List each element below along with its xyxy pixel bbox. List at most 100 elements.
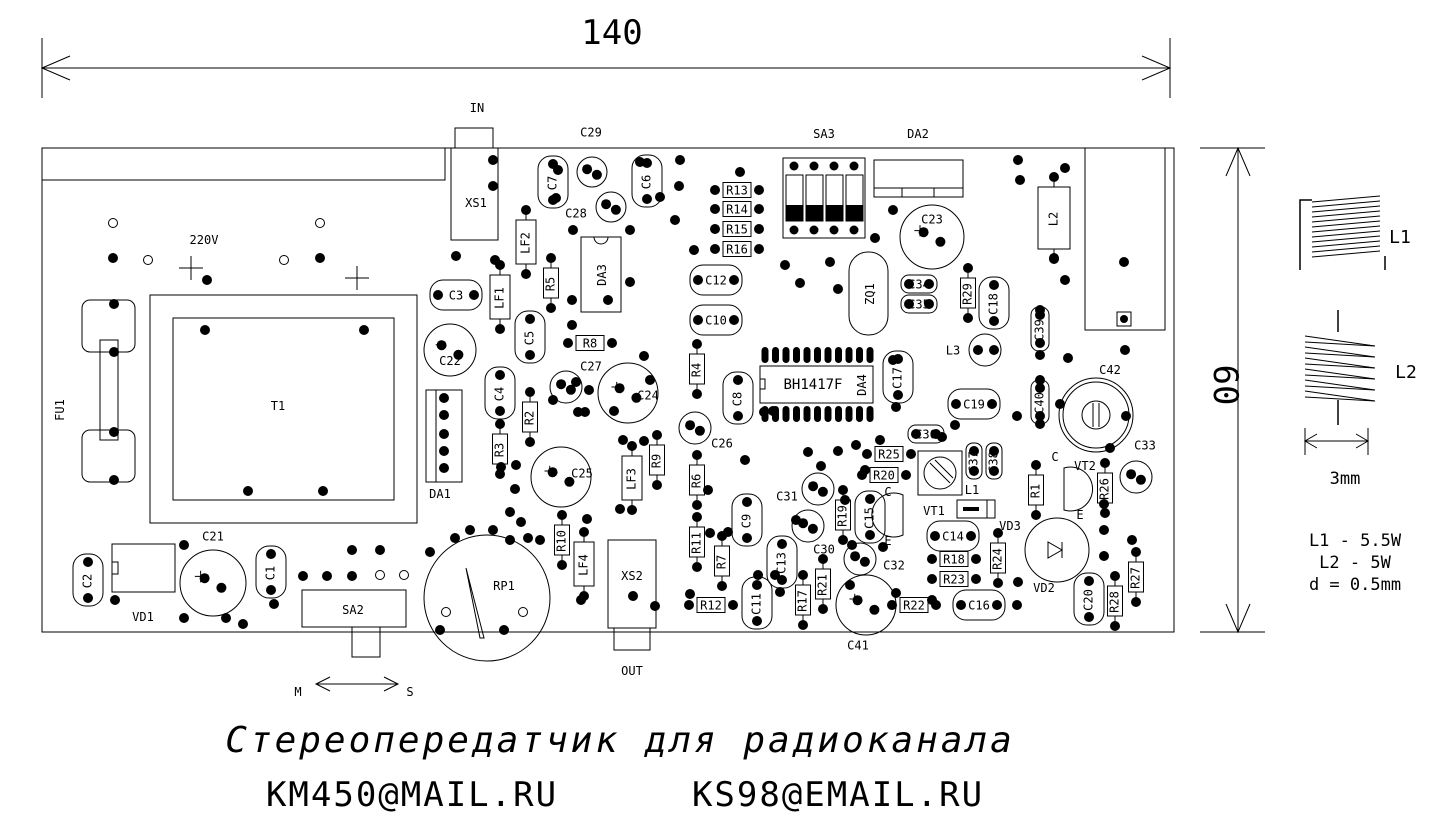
mode-s-label: S <box>406 685 413 699</box>
solder-pad <box>573 407 583 417</box>
mode-m-label: M <box>294 685 301 699</box>
c31-label: C31 <box>776 490 798 504</box>
l1-label: L1 <box>965 483 979 497</box>
transformer-t1: T1 <box>149 294 418 524</box>
c29-label: C29 <box>580 126 602 140</box>
solder-pad <box>717 581 727 591</box>
solder-pad <box>809 225 819 235</box>
output-jack-xs2: XS2 OUT <box>607 539 657 678</box>
vd2-label: VD2 <box>1033 581 1055 595</box>
capacitor-c38: C38 <box>985 442 1003 480</box>
solder-pad <box>615 504 625 514</box>
c16-label: C16 <box>968 599 990 613</box>
electrolytic-c28: C28 <box>565 191 627 223</box>
solder-pad <box>298 571 308 581</box>
r20-label: R20 <box>873 469 895 483</box>
capacitor-c17: C17 <box>882 350 914 404</box>
capacitor-c37: C37 <box>965 442 983 480</box>
solder-pad <box>516 517 526 527</box>
ic-pin <box>835 347 842 363</box>
solder-pad <box>551 193 561 203</box>
r19-label: R19 <box>836 505 850 527</box>
capacitor-c16: C16 <box>952 589 1006 621</box>
capacitor-c10: C10 <box>689 304 743 336</box>
solder-pad <box>1110 571 1120 581</box>
r3-label: R3 <box>493 443 507 457</box>
c42-label: C42 <box>1099 363 1121 377</box>
capacitor-c40: C40 <box>1030 379 1050 425</box>
c40-label: C40 <box>1033 392 1047 414</box>
solder-pad <box>1013 577 1023 587</box>
solder-pad <box>845 580 855 590</box>
r12-label: R12 <box>700 599 722 613</box>
r10-label: R10 <box>555 530 569 552</box>
resistor-r22: R22 <box>887 597 941 613</box>
solder-pad <box>1100 458 1110 468</box>
solder-pad <box>918 227 929 238</box>
solder-pad <box>865 530 875 540</box>
resistor-r20: R20 <box>857 467 911 483</box>
solder-pad <box>547 467 558 478</box>
solder-pad <box>625 225 635 235</box>
solder-pad <box>499 625 509 635</box>
solder-pad <box>243 486 253 496</box>
solder-pad <box>488 181 498 191</box>
solder-pad <box>963 313 973 323</box>
r25-label: R25 <box>878 448 900 462</box>
solder-pad <box>525 387 535 397</box>
resistor-l2: L2 <box>1037 172 1071 264</box>
c36-label: C36 <box>915 428 937 442</box>
solder-pad <box>1135 474 1146 485</box>
lf3-label: LF3 <box>625 468 639 490</box>
r11-label: R11 <box>690 532 704 554</box>
resistor-r15: R15 <box>710 221 764 237</box>
solder-pad <box>511 460 521 470</box>
resistor-r6: R6 <box>689 450 705 510</box>
solder-pad <box>795 278 805 288</box>
solder-pad <box>1013 155 1023 165</box>
capacitor-c34: C34 <box>900 274 938 294</box>
solder-pad <box>989 446 999 456</box>
coil-pitch: 3mm <box>1330 469 1361 489</box>
resistor-r13: R13 <box>710 182 764 198</box>
coil-l2-label: L2 <box>1395 362 1417 383</box>
solder-pad <box>495 370 505 380</box>
vt1-collector: C <box>884 485 891 499</box>
solder-pad <box>768 406 778 416</box>
solder-pad <box>1055 399 1065 409</box>
c37-label: C37 <box>967 451 981 473</box>
c1-label: C1 <box>264 566 278 580</box>
solder-pad <box>582 514 592 524</box>
c28-label: C28 <box>565 207 587 221</box>
solder-pad <box>754 244 764 254</box>
solder-pad <box>893 390 903 400</box>
resistor-lf3: LF3 <box>621 441 643 515</box>
solder-pad <box>439 446 449 456</box>
c6-label: C6 <box>640 175 654 189</box>
solder-pad <box>966 531 976 541</box>
solder-pad <box>969 466 979 476</box>
c12-label: C12 <box>705 274 727 288</box>
solder-pad <box>710 244 720 254</box>
solder-pad <box>775 587 785 597</box>
ic-pin <box>793 347 800 363</box>
solder-pad <box>694 425 705 436</box>
resistor-lf2: LF2 <box>515 205 537 279</box>
solder-pad <box>780 260 790 270</box>
solder-pad <box>609 406 619 416</box>
resistor-r8: R8 <box>563 335 617 351</box>
solder-pad <box>742 533 752 543</box>
sa2-label: SA2 <box>342 603 364 617</box>
solder-pad <box>710 224 720 234</box>
r14-label: R14 <box>726 203 748 217</box>
solder-pad <box>525 350 535 360</box>
solder-pad <box>490 255 500 265</box>
solder-pad <box>791 515 801 525</box>
resistor-r17: R17 <box>795 570 811 630</box>
solder-pad <box>628 591 638 601</box>
solder-pad <box>625 277 635 287</box>
solder-pad <box>729 315 739 325</box>
ic-pin <box>782 406 790 422</box>
vt2-collector: C <box>1051 450 1058 464</box>
rp1-label: RP1 <box>493 579 515 593</box>
